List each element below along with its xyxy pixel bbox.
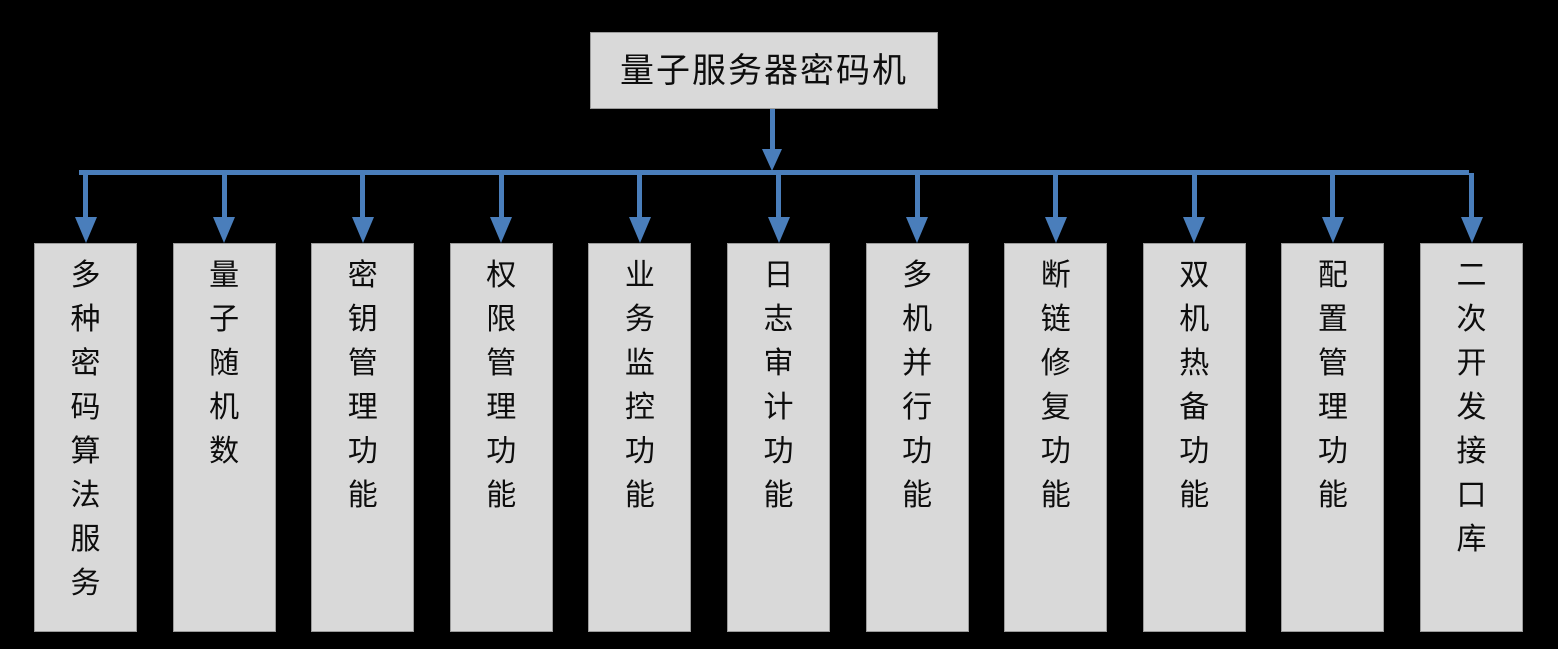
- connector-stem: [1469, 173, 1474, 219]
- root-node-label: 量子服务器密码机: [620, 50, 908, 91]
- child-node-label: 多种密码算法服务: [70, 258, 101, 601]
- connector-stem: [1053, 173, 1059, 219]
- child-node-5[interactable]: 业务监控功能: [588, 243, 692, 632]
- child-node-8[interactable]: 断链修复功能: [1004, 243, 1108, 632]
- child-node-9[interactable]: 双机热备功能: [1142, 243, 1246, 632]
- child-node-1[interactable]: 多种密码算法服务: [34, 243, 137, 632]
- connector-stem: [498, 173, 504, 219]
- arrowhead-icon: [1183, 217, 1206, 243]
- child-node-label: 多机并行功能: [902, 258, 933, 513]
- child-node-3[interactable]: 密钥管理功能: [311, 243, 415, 632]
- bus-to-node-connector-arrow-11: [1460, 173, 1483, 243]
- arrowhead-icon: [1044, 217, 1067, 243]
- child-node-4[interactable]: 权限管理功能: [449, 243, 553, 632]
- child-node-11[interactable]: 二次开发接口库: [1420, 243, 1523, 632]
- connector-stem: [776, 173, 781, 219]
- connector-stem: [1191, 173, 1197, 219]
- child-node-label: 权限管理功能: [486, 258, 517, 513]
- arrowhead-icon: [1460, 217, 1483, 243]
- child-node-label: 业务监控功能: [624, 258, 655, 513]
- child-node-label: 二次开发接口库: [1456, 258, 1487, 557]
- arrowhead-icon: [74, 217, 97, 243]
- child-node-2[interactable]: 量子随机数: [172, 243, 276, 632]
- bus-to-node-connector-arrow-3: [351, 173, 374, 243]
- connector-stem: [769, 109, 775, 149]
- arrowhead-icon: [351, 217, 374, 243]
- bus-to-node-connector-arrow-7: [906, 173, 929, 243]
- root-to-bus-connector-arrow: [761, 109, 783, 171]
- connector-stem: [360, 173, 366, 219]
- child-node-label: 配置管理功能: [1317, 258, 1348, 513]
- connector-stem: [914, 173, 920, 219]
- bus-to-node-connector-arrow-6: [767, 173, 790, 243]
- connector-stem: [637, 173, 643, 219]
- child-node-7[interactable]: 多机并行功能: [865, 243, 969, 632]
- arrowhead-icon: [906, 217, 929, 243]
- bus-to-node-connector-arrow-10: [1321, 173, 1344, 243]
- connector-stem: [221, 173, 227, 219]
- child-node-label: 断链修复功能: [1040, 258, 1071, 513]
- arrowhead-icon: [490, 217, 513, 243]
- child-node-label: 量子随机数: [209, 258, 240, 469]
- arrowhead-icon: [213, 217, 236, 243]
- bus-to-node-connector-arrow-2: [213, 173, 236, 243]
- bus-to-node-connector-arrow-1: [74, 173, 97, 243]
- bus-to-node-connector-arrow-8: [1044, 173, 1067, 243]
- child-node-label: 日志审计功能: [763, 258, 794, 513]
- connector-stem: [83, 173, 88, 219]
- child-node-10[interactable]: 配置管理功能: [1281, 243, 1385, 632]
- child-node-6[interactable]: 日志审计功能: [727, 243, 830, 632]
- arrowhead-icon: [767, 217, 790, 243]
- bus-to-node-connector-arrow-5: [628, 173, 651, 243]
- child-node-label: 双机热备功能: [1179, 258, 1210, 513]
- connector-stem: [1330, 173, 1336, 219]
- bus-to-node-connector-arrow-4: [490, 173, 513, 243]
- child-node-label: 密钥管理功能: [347, 258, 378, 513]
- arrowhead-icon: [1321, 217, 1344, 243]
- bus-to-node-connector-arrow-9: [1183, 173, 1206, 243]
- arrowhead-icon: [628, 217, 651, 243]
- root-node[interactable]: 量子服务器密码机: [590, 32, 938, 109]
- arrowhead-icon: [762, 149, 782, 171]
- horizontal-bus-line: [79, 170, 1469, 175]
